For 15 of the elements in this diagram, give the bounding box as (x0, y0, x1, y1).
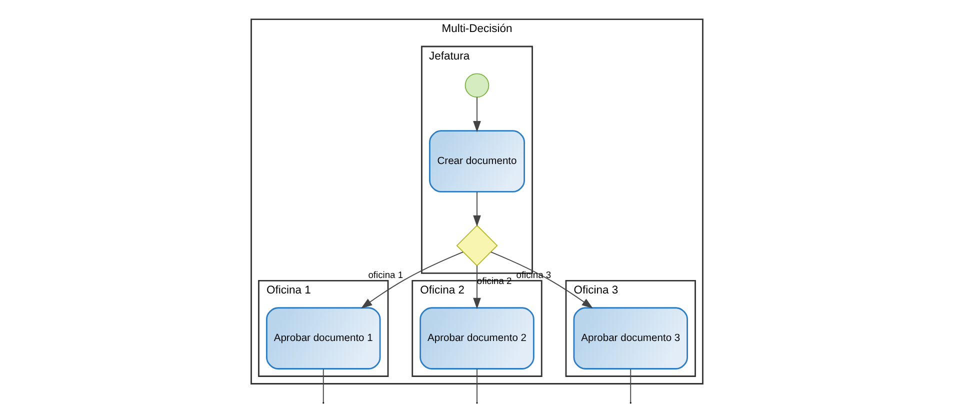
connector (322, 368, 324, 403)
connector (630, 368, 631, 403)
node-box: Aprobar documento 2 (419, 307, 534, 370)
node-box: Aprobar documento 1 (266, 307, 380, 370)
arrow (360, 252, 463, 308)
arrow (490, 252, 593, 308)
arrow (472, 192, 480, 227)
node-box: Crear documento (428, 130, 524, 192)
node-diamond (456, 224, 498, 266)
node-circle (464, 73, 489, 98)
arrow (472, 96, 480, 132)
connector (476, 368, 477, 403)
arrow (472, 265, 480, 310)
node-box: Aprobar documento 3 (572, 307, 688, 370)
edge-label: oficina 1 (368, 270, 403, 280)
